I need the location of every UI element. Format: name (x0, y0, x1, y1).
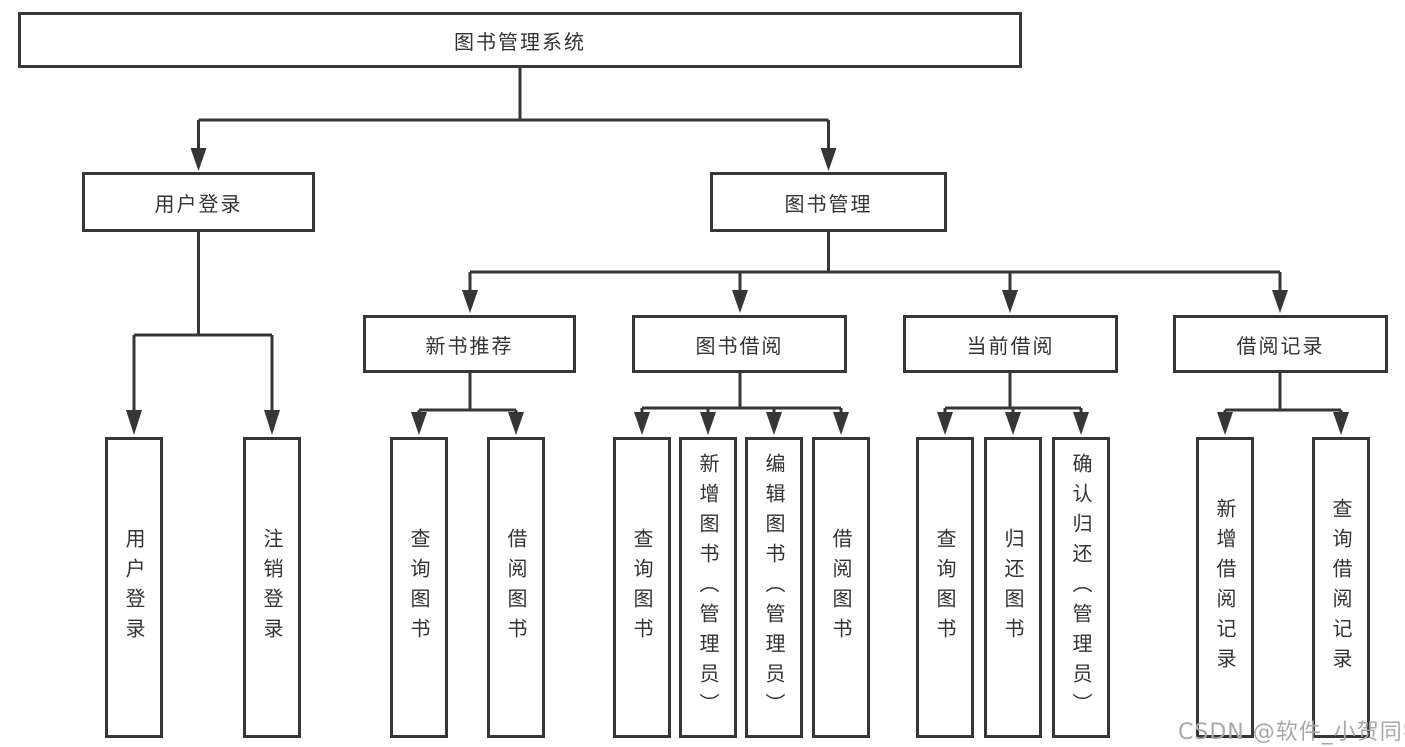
watermark: CSDN @软件_小贺同学 (1178, 720, 1405, 745)
leaf-query-books: 查询图书 (613, 437, 671, 738)
node-label: 确认归还（管理员） (1069, 452, 1093, 723)
leaf-query-borrow-record: 查询借阅记录 (1312, 437, 1370, 738)
node-new-book-recommend: 新书推荐 (363, 315, 576, 373)
node-label: 查询借阅记录 (1329, 497, 1353, 678)
leaf-confirm-return-admin: 确认归还（管理员） (1052, 437, 1110, 738)
node-label: 用户登录 (122, 527, 146, 648)
node-label: 查询图书 (933, 527, 957, 648)
node-label: 查询图书 (407, 527, 431, 648)
node-label: 归还图书 (1001, 527, 1025, 648)
node-label: 借阅图书 (504, 527, 528, 648)
leaf-borrow-books: 借阅图书 (487, 437, 545, 738)
node-label: 查询图书 (630, 527, 654, 648)
node-label: 图书借阅 (695, 333, 784, 358)
node-user-login: 用户登录 (82, 172, 315, 232)
leaf-query-books: 查询图书 (916, 437, 974, 738)
leaf-add-books-admin: 新增图书（管理员） (679, 437, 737, 738)
node-label: 借阅图书 (829, 527, 853, 648)
node-label: 新增图书（管理员） (696, 452, 720, 723)
leaf-edit-books-admin: 编辑图书（管理员） (745, 437, 803, 738)
node-label: 图书管理系统 (454, 29, 586, 54)
node-label: 注销登录 (260, 527, 284, 648)
node-label: 图书管理 (784, 191, 873, 216)
leaf-query-books: 查询图书 (390, 437, 448, 738)
node-current-borrow: 当前借阅 (903, 315, 1118, 373)
leaf-return-books: 归还图书 (984, 437, 1042, 738)
node-label: 编辑图书（管理员） (762, 452, 786, 723)
node-label: 用户登录 (154, 191, 243, 216)
node-borrow-records: 借阅记录 (1173, 315, 1388, 373)
node-book-management-system: 图书管理系统 (18, 12, 1022, 68)
leaf-user-login: 用户登录 (105, 437, 163, 738)
node-book-borrow: 图书借阅 (632, 315, 847, 373)
leaf-add-borrow-record: 新增借阅记录 (1196, 437, 1254, 738)
node-book-management: 图书管理 (710, 172, 947, 232)
node-label: 当前借阅 (966, 333, 1055, 358)
node-label: 借阅记录 (1236, 333, 1325, 358)
leaf-logout: 注销登录 (243, 437, 301, 738)
leaf-borrow-books: 借阅图书 (812, 437, 870, 738)
node-label: 新书推荐 (425, 333, 514, 358)
node-label: 新增借阅记录 (1213, 497, 1237, 678)
